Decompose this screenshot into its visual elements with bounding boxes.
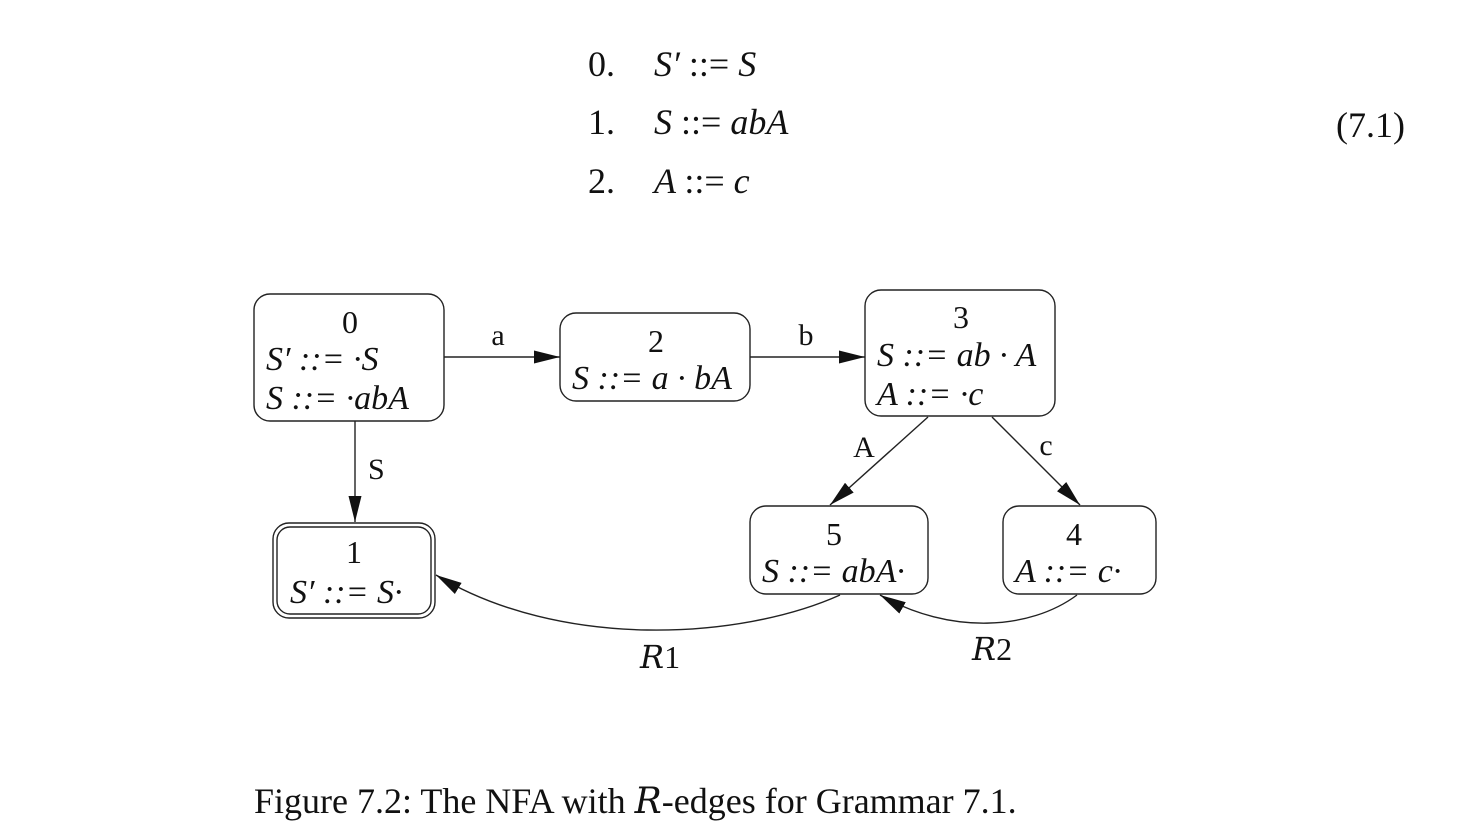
rule-number: 0. — [588, 44, 615, 84]
rule-number: 2. — [588, 161, 615, 201]
rule-rhs: abA — [730, 102, 789, 142]
edge-label: a — [491, 319, 504, 352]
state-0: 0 S′ ::= ·S S ::= ·abA — [253, 293, 445, 422]
script-r: R — [971, 630, 996, 668]
reduce-edge-label: R2 — [971, 630, 1012, 668]
state-id: 1 — [346, 534, 362, 570]
state-id: 0 — [342, 304, 358, 340]
state-1-accepting: 1 S′ ::= S· — [272, 522, 436, 619]
edge-2-3: b — [750, 319, 865, 364]
script-r: R — [639, 638, 664, 676]
reduce-edge-5-1: R1 — [435, 574, 841, 676]
state-4: 4 A ::= c· — [1002, 505, 1157, 595]
edge-0-2: a — [444, 319, 560, 364]
rule-rhs: S — [738, 44, 757, 84]
caption-script-r: R — [634, 781, 662, 822]
figure-caption: Figure 7.2: The NFA with R-edges for Gra… — [254, 780, 1017, 822]
state-id: 2 — [648, 323, 664, 359]
grammar-rule-0: 0. S′ ::= S — [588, 44, 756, 85]
reduce-edge-4-5: R2 — [879, 594, 1078, 668]
grammar-rule-2: 2. A ::= c — [588, 161, 750, 202]
rule-op: ::= — [684, 161, 725, 201]
edge-0-1: S — [348, 421, 385, 522]
rule-lhs: S — [654, 102, 672, 142]
grammar-rule-1: 1. S ::= abA — [588, 102, 788, 143]
rule-lhs: A — [654, 161, 676, 201]
rule-op: ::= — [681, 102, 722, 142]
rule-lhs: S′ — [654, 44, 680, 84]
edge-label: b — [799, 319, 814, 352]
state-item: S ::= ·abA — [266, 380, 409, 417]
rule-rhs: c — [733, 161, 750, 201]
state-id: 3 — [953, 299, 969, 335]
caption-suffix: -edges for Grammar 7.1. — [661, 781, 1017, 821]
state-item: S ::= a · bA — [572, 360, 732, 397]
state-5: 5 S ::= abA· — [749, 505, 929, 595]
edge-label: S — [368, 453, 385, 486]
state-item: S′ ::= S· — [290, 574, 403, 611]
state-item: S′ ::= ·S — [266, 341, 379, 378]
state-item: A ::= ·c — [875, 376, 983, 413]
edge-label: c — [1039, 429, 1052, 462]
reduce-edge-label: R1 — [639, 638, 680, 676]
caption-prefix: Figure 7.2: The NFA with — [254, 781, 635, 821]
state-id: 4 — [1066, 516, 1082, 552]
state-id: 5 — [826, 516, 842, 552]
rule-number: 1. — [588, 102, 615, 142]
edge-3-5: A — [829, 416, 929, 506]
edge-3-4: c — [991, 416, 1081, 506]
equation-number: (7.1) — [1336, 105, 1405, 145]
rule-op: ::= — [688, 44, 730, 84]
edge-label: A — [853, 431, 875, 464]
state-2: 2 S ::= a · bA — [559, 312, 751, 402]
state-3: 3 S ::= ab · A A ::= ·c — [864, 289, 1056, 417]
state-item: S ::= ab · A — [877, 337, 1036, 374]
state-item: S ::= abA· — [762, 553, 905, 590]
state-item: A ::= c· — [1013, 553, 1121, 590]
